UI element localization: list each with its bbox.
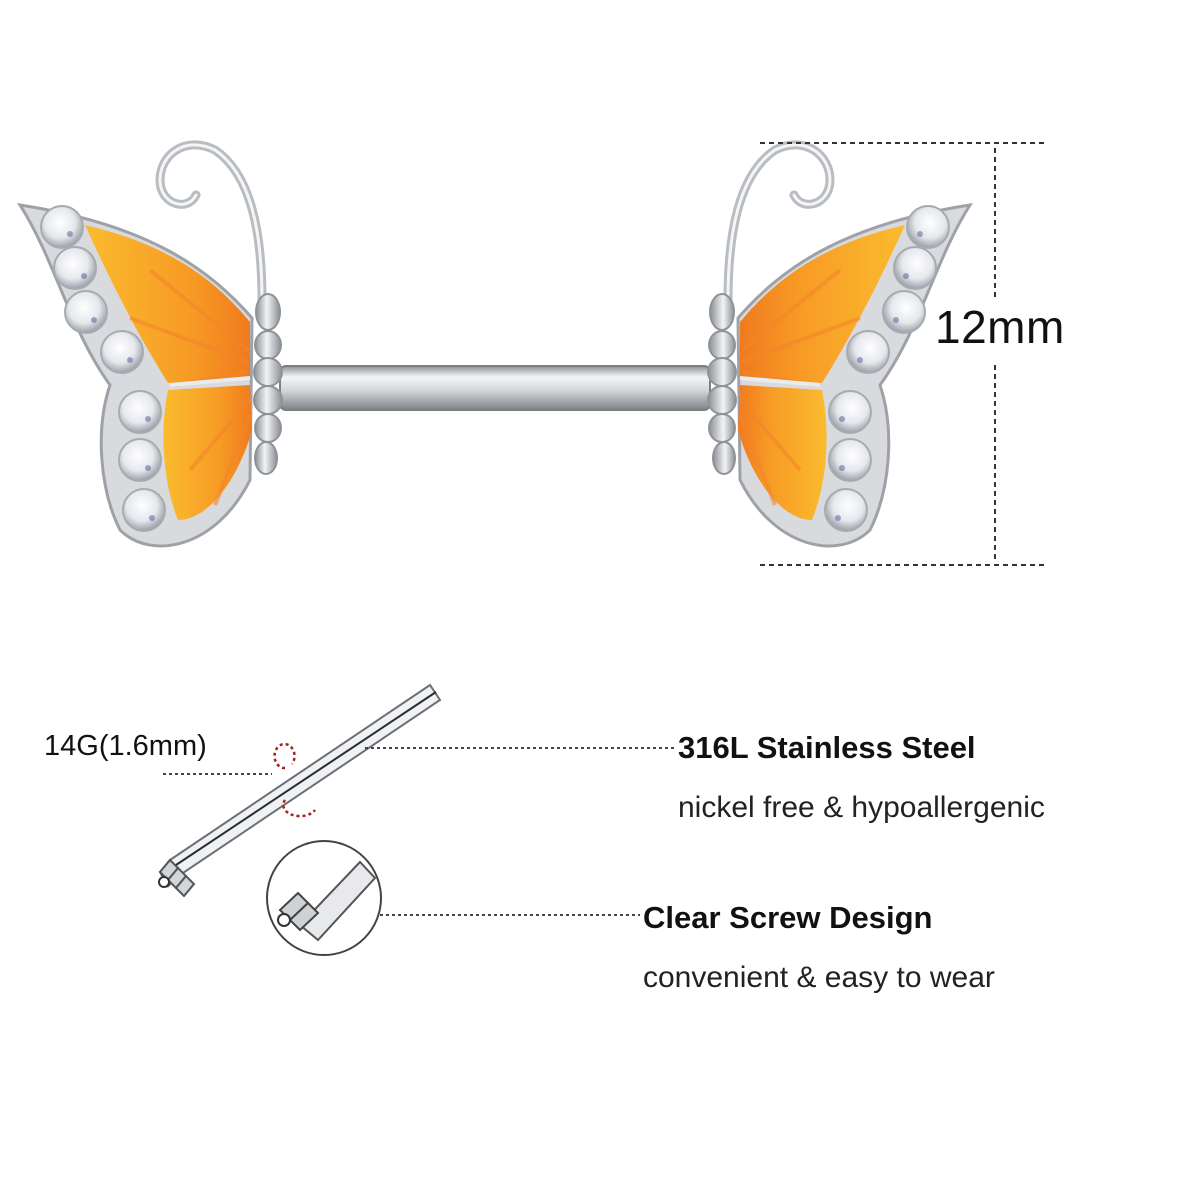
gauge-label: 14G(1.6mm) bbox=[44, 730, 207, 762]
bar-closeup-icon bbox=[158, 683, 442, 898]
material-title: 316L Stainless Steel bbox=[678, 730, 976, 765]
screw-title: Clear Screw Design bbox=[643, 900, 933, 935]
butterfly-right-icon bbox=[708, 145, 970, 546]
height-dimension-label: 12mm bbox=[935, 301, 1065, 353]
butterfly-left-icon bbox=[20, 145, 282, 546]
screw-magnifier-icon bbox=[266, 840, 382, 956]
gauge-marker bbox=[273, 742, 296, 770]
dimension-lines bbox=[760, 142, 1045, 566]
barbell-bar bbox=[279, 365, 711, 411]
material-subtitle: nickel free & hypoallergenic bbox=[678, 791, 1045, 824]
screw-subtitle: convenient & easy to wear bbox=[643, 961, 995, 994]
